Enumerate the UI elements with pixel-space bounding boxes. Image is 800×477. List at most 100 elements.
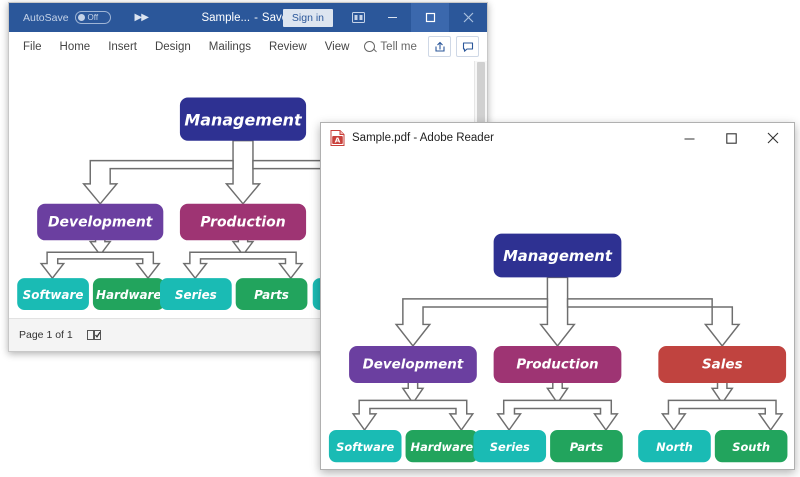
pdf-node-north-box [638,430,711,463]
sign-in-button[interactable]: Sign in [282,8,333,27]
node-production[interactable]: Production [179,203,307,241]
word-titlebar-right-group: Sign in [282,3,487,32]
pdf-node-hardware-box [405,430,479,463]
pdf-connector-sales-children [660,399,784,432]
node-management[interactable]: Management [179,97,307,141]
tab-design[interactable]: Design [154,40,191,53]
node-management-label: Management [184,111,303,130]
pdf-node-development[interactable]: Development [349,345,477,383]
connector-management-production [224,139,262,205]
share-icon [434,41,445,52]
pdf-connector-management-development [394,298,549,348]
pdf-node-hardware-label: Hardware [411,440,474,454]
pdf-node-management-label: Management [503,248,613,265]
word-close-button[interactable] [449,3,487,32]
word-minimize-button[interactable] [373,3,411,32]
adobe-maximize-button[interactable] [710,123,752,153]
pdf-node-north[interactable]: North [638,430,711,463]
node-management-box [179,97,307,141]
node-development[interactable]: Development [37,203,164,241]
scrollbar-thumb[interactable] [477,62,485,150]
tell-me-search[interactable]: Tell me [364,40,417,53]
comments-icon [462,41,473,52]
pdf-connector-management-production [539,276,576,348]
autosave-label: AutoSave [23,11,69,24]
pdf-node-software[interactable]: Software [328,430,402,463]
adobe-title-bar: A Sample.pdf - Adobe Reader [321,123,794,154]
pdf-node-management-box [493,233,622,278]
pdf-node-hardware[interactable]: Hardware [405,430,479,463]
pdf-node-series[interactable]: Series [473,430,547,463]
comments-button[interactable] [456,36,479,57]
word-ribbon-tabs: File Home Insert Design Mailings Review … [9,32,487,62]
share-button[interactable] [428,36,451,57]
proofing-errors-icon[interactable] [86,329,102,342]
pdf-node-series-label: Series [490,440,530,454]
node-production-label: Production [200,214,285,230]
autosave-switch-knob [77,14,85,21]
word-maximize-button[interactable] [411,3,449,32]
adobe-pdf-icon: A [330,130,345,146]
adobe-window-controls [668,123,794,153]
pdf-node-south-label: South [732,440,770,454]
pdf-node-sales-label: Sales [702,357,742,372]
pdf-node-development-label: Development [363,357,464,372]
node-software[interactable]: Software [17,278,89,311]
tab-file[interactable]: File [23,40,42,53]
node-software-label: Software [23,288,84,302]
adobe-window-title: Sample.pdf - Adobe Reader [352,132,494,144]
pdf-node-north-label: North [656,440,693,454]
tell-me-label: Tell me [380,40,417,53]
autosave-switch[interactable]: Off [74,11,111,24]
pdf-node-south[interactable]: South [714,430,788,463]
tab-mailings[interactable]: Mailings [208,40,251,53]
customize-quick-access-toolbar-icon[interactable]: ▶▶ [134,12,149,23]
tab-home[interactable]: Home [59,40,91,53]
node-production-box [179,203,307,241]
node-hardware-label: Hardware [96,288,162,302]
pdf-node-parts-box [550,430,623,463]
adobe-reader-window[interactable]: A Sample.pdf - Adobe Reader [320,122,795,470]
node-parts-box [235,278,308,311]
pdf-node-management[interactable]: Management [493,233,622,278]
pdf-node-production-label: Production [516,357,598,372]
connector-production-children [182,251,304,280]
pdf-node-software-box [328,430,402,463]
tab-review[interactable]: Review [268,40,307,53]
tab-view[interactable]: View [324,40,350,53]
pdf-node-sales[interactable]: Sales [658,345,787,383]
pdf-node-south-box [714,430,788,463]
node-series-box [159,278,232,311]
node-software-box [17,278,89,311]
node-development-label: Development [48,214,154,230]
node-series[interactable]: Series [159,278,232,311]
document-name: Sample... [201,11,251,24]
search-icon [364,41,376,52]
autosave-state-label: Off [87,12,99,22]
pdf-node-parts[interactable]: Parts [550,430,623,463]
pdf-connector-production-children [496,399,619,432]
title-separator: - [254,11,258,24]
node-development-box [37,203,164,241]
node-hardware[interactable]: Hardware [92,278,165,311]
tab-insert[interactable]: Insert [108,40,137,53]
connector-management-development [82,159,234,205]
word-title-bar: AutoSave Off ▶▶ Sample... - Saved Sign i… [9,3,487,32]
node-parts[interactable]: Parts [235,278,308,311]
ribbon-display-options-icon[interactable] [343,3,373,32]
pdf-node-sales-box [658,345,787,383]
adobe-document-view[interactable]: Management Development Production Sales [321,153,794,469]
pdf-node-production[interactable]: Production [493,345,622,383]
pdf-node-development-box [349,345,477,383]
node-parts-label: Parts [254,288,289,302]
svg-text:A: A [335,136,341,145]
page-indicator[interactable]: Page 1 of 1 [19,329,73,341]
pdf-node-software-label: Software [336,440,394,454]
pdf-connector-management-sales [566,298,741,348]
autosave-toggle[interactable]: AutoSave Off [23,11,111,24]
adobe-close-button[interactable] [752,123,794,153]
adobe-minimize-button[interactable] [668,123,710,153]
pdf-node-production-box [493,345,622,383]
connector-development-children [39,251,161,280]
org-chart-pdf: Management Development Production Sales [321,153,794,469]
